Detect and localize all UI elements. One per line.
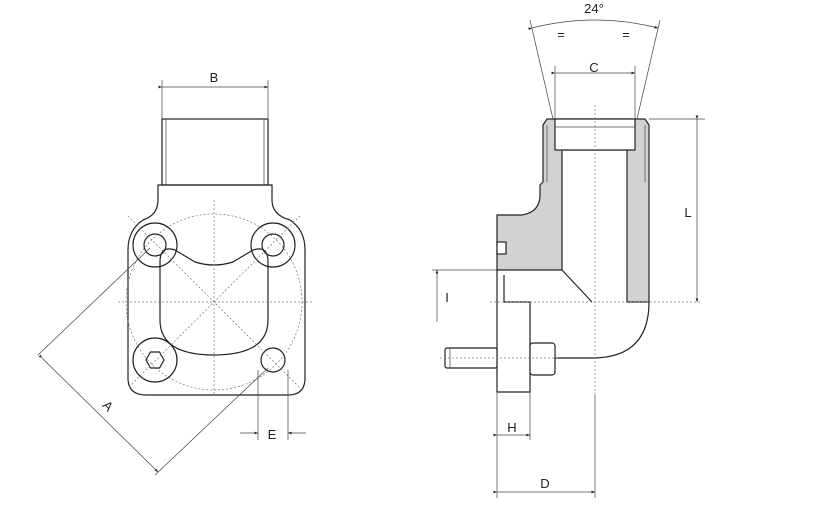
equal-right-label: = [622, 27, 630, 42]
bolt-head [529, 342, 556, 376]
u-cutout [159, 248, 269, 356]
socket-screw [132, 337, 178, 383]
threaded-nipple [161, 118, 269, 186]
dim-d-label: D [540, 476, 549, 491]
hex-socket-icon [145, 351, 165, 369]
angle-label: 24° [584, 1, 604, 16]
dim-b-label: B [210, 70, 219, 85]
flange [496, 270, 531, 393]
bolt-hole [260, 347, 286, 373]
dim-c-label: C [589, 60, 598, 75]
side-section-view: 24° = = C L I H D [432, 1, 705, 498]
elbow-bend [555, 301, 650, 359]
bolt-hole [261, 233, 285, 257]
dim-l-label: L [684, 205, 691, 220]
dim-a-label: A [100, 398, 117, 415]
equal-left-label: = [557, 27, 565, 42]
dim-i-label: I [445, 290, 449, 305]
dim-e-label: E [268, 427, 277, 442]
dim-h-label: H [507, 420, 516, 435]
notch [496, 241, 507, 255]
flange-body [127, 184, 306, 396]
front-view: B A E [37, 70, 312, 476]
bolt-hole [143, 233, 167, 257]
